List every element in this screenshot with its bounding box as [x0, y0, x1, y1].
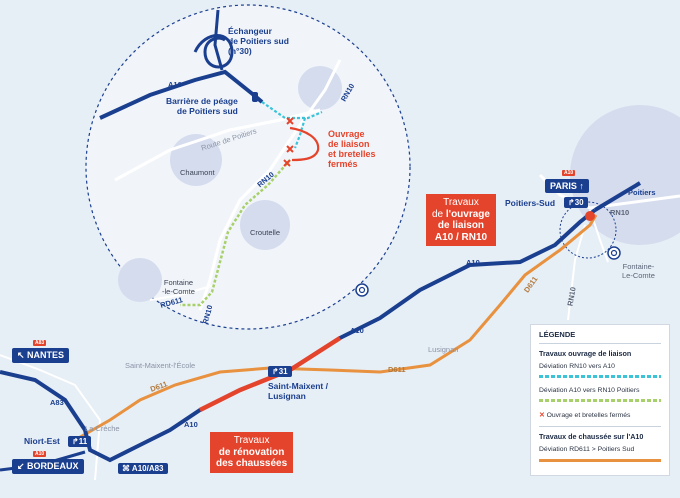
callout-renovation-works: Travaux de rénovation des chaussées: [210, 432, 294, 473]
label-line: Ouvrage: [328, 129, 365, 139]
callout-line: Travaux: [443, 197, 479, 208]
callout-line: des chaussées: [216, 458, 287, 470]
label-croutelle: Croutelle: [250, 228, 281, 237]
road-d611: [74, 214, 598, 442]
road-label-rn10-main-1: RN10: [610, 208, 630, 217]
callout-line: de l'ouvrage: [432, 209, 490, 221]
exit-30-tag: ↱30: [564, 197, 588, 208]
callout-text-bold: l'ouvrage: [445, 208, 490, 220]
direction-nantes: ↖ NANTES: [12, 348, 70, 363]
label-fontaine-main: Fontaine- Le-Comte: [622, 262, 655, 280]
legend-line-green: [539, 399, 661, 402]
inset-a10-north-branch: [213, 9, 224, 71]
callout-line: A10 / RN10: [432, 232, 490, 244]
zoom-icon[interactable]: [607, 246, 621, 260]
inset-road-rn10: [198, 139, 292, 311]
callout-line: Travaux: [233, 435, 270, 446]
label-line: de Poitiers sud: [228, 36, 289, 46]
city-area-fontaine: [118, 258, 162, 302]
road-a83-service: [0, 354, 102, 481]
legend-item-rn10-a10: Déviation RN10 vers A10: [539, 363, 615, 370]
road-label-a10-inset: A10: [168, 80, 182, 89]
label-line: Le-Comte: [622, 271, 655, 280]
label-line: Échangeur: [228, 26, 272, 36]
callout-text: de: [432, 208, 446, 220]
callout-liaison-works: Travaux de l'ouvrage de liaison A10 / RN…: [426, 194, 496, 246]
legend-section-liaison: Travaux ouvrage de liaison: [539, 349, 632, 358]
deviation-rn10-to-a10-b: [293, 117, 307, 149]
callout-text-bold: de liaison: [437, 220, 485, 231]
label-saint-maixent-ecole: Saint-Maixent-l'École: [125, 361, 196, 370]
label-line: (n°30): [228, 46, 252, 56]
label-la-creche: La Crèche: [85, 424, 120, 433]
inset-road-rd611: [149, 284, 216, 301]
deviation-a10-to-rn10: [180, 159, 291, 307]
shield-a83-nantes: A83: [33, 340, 47, 346]
callout-line: de liaison: [432, 220, 490, 232]
legend-item-closed-label: Ouvrage et bretelles fermés: [546, 412, 631, 419]
city-area-croutelle: [240, 200, 290, 250]
works-segment-a10: [198, 336, 342, 413]
label-line: fermés: [328, 159, 358, 169]
road-label-a10-1: A10: [466, 258, 480, 267]
exit-30-highlight: [559, 201, 617, 259]
inset-toll-booth: [252, 92, 258, 102]
legend-section-chaussee: Travaux de chaussée sur l'A10: [539, 432, 644, 441]
label-line: Fontaine: [163, 278, 194, 287]
legend-panel: LÉGENDE Travaux ouvrage de liaison Dévia…: [530, 324, 670, 476]
legend-item-closed: ✕ Ouvrage et bretelles fermés: [539, 411, 630, 419]
legend-line-cyan: [539, 375, 661, 378]
exit-11-tag: ↱11: [68, 436, 92, 447]
legend-title: LÉGENDE: [539, 330, 576, 339]
label-line: Lusignan: [268, 391, 306, 401]
inset-road-route-poitiers: [114, 108, 321, 182]
callout-text-bold: des chaussées: [216, 458, 288, 469]
legend-divider: [539, 343, 661, 344]
label-line: Barrière de péage: [166, 96, 238, 106]
closed-cross-icon: ✕: [539, 412, 545, 419]
callout-text-bold: de rénovation: [218, 446, 285, 458]
direction-bordeaux: ↙ BORDEAUX: [12, 459, 84, 474]
label-line: Saint-Maixent /: [268, 381, 328, 391]
label-barriere: Barrière de péage de Poitiers sud: [166, 96, 238, 116]
label-line: Fontaine-: [622, 262, 655, 271]
label-lusignan: Lusignan: [428, 345, 459, 354]
label-ouvrage: Ouvrage de liaison et bretelles fermés: [328, 129, 376, 169]
label-line: de Poitiers sud: [176, 106, 238, 116]
shield-a10-bordeaux: A10: [33, 451, 47, 457]
road-a10-north: [593, 181, 642, 212]
road-label-a10-2: A10: [350, 326, 364, 335]
label-line: de liaison: [328, 139, 370, 149]
legend-item-a10-rn10: Déviation A10 vers RN10 Poitiers: [539, 387, 640, 394]
road-label-a10-3: A10: [184, 420, 198, 429]
zoom-icon[interactable]: [355, 283, 369, 297]
closed-node-main: [585, 211, 595, 221]
label-fontaine-inset: Fontaine -le-Comte: [162, 278, 195, 296]
label-line: -le-Comte: [162, 287, 195, 296]
exit-31-tag: ↱31: [268, 366, 292, 377]
road-label-a83: A83: [50, 398, 64, 407]
label-chaumont: Chaumont: [180, 168, 215, 177]
callout-line: de rénovation: [216, 447, 287, 459]
road-label-d611-2: D611: [388, 365, 406, 374]
interchange-a10-a83: ⌘ A10/A83: [118, 463, 168, 474]
inset-closed-loop: [289, 126, 320, 162]
closed-cross-icon: [283, 117, 294, 167]
callout-text-bold: A10 / RN10: [434, 231, 488, 243]
label-poitiers: Poitiers: [628, 188, 656, 197]
legend-item-rd611: Déviation RD611 > Poitiers Sud: [539, 446, 635, 453]
direction-paris: PARIS ↑: [545, 179, 589, 193]
label-poitiers-sud: Poitiers-Sud: [505, 198, 556, 208]
label-echangeur: Échangeur de Poitiers sud (n°30): [228, 26, 289, 56]
city-area-north: [298, 66, 342, 110]
legend-line-orange: [539, 459, 661, 462]
label-niort-est: Niort-Est: [24, 436, 60, 446]
label-line: et bretelles: [328, 149, 376, 159]
legend-divider: [539, 426, 661, 427]
road-rn10-south: [567, 224, 586, 321]
shield-a10-paris: A10: [562, 170, 576, 176]
label-saint-maixent: Saint-Maixent / Lusignan: [268, 381, 328, 401]
